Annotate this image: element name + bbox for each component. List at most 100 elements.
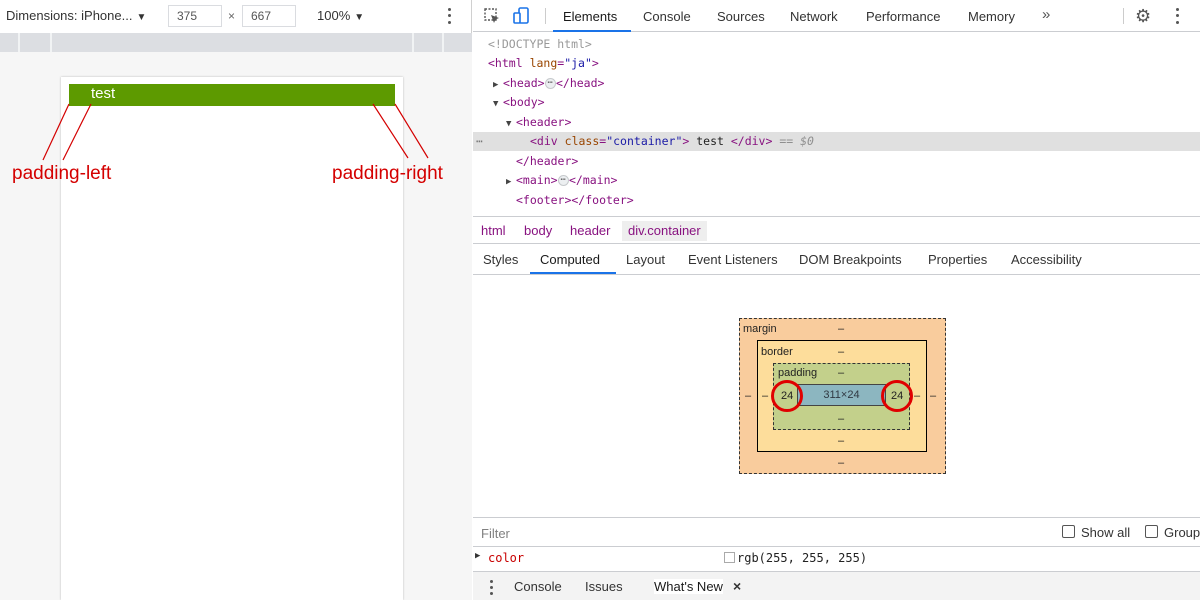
- main-tag-close: </main>: [568, 173, 618, 187]
- border-left-value[interactable]: –: [762, 390, 769, 402]
- drawer-tab-console[interactable]: Console: [514, 579, 562, 594]
- header-tag-open: <header>: [516, 115, 572, 129]
- padding-top-value[interactable]: –: [838, 367, 845, 379]
- node-actions-icon[interactable]: ⋯: [476, 134, 483, 148]
- zoom-dropdown[interactable]: 100%▼: [317, 8, 364, 23]
- html-attr-value: "ja": [564, 56, 592, 70]
- border-top-value[interactable]: –: [838, 346, 845, 358]
- breadcrumb-body[interactable]: body: [524, 223, 553, 238]
- div-tag-open: <div: [530, 134, 558, 148]
- tab-styles[interactable]: Styles: [483, 252, 519, 267]
- expand-triangle-icon[interactable]: ▶: [506, 177, 512, 187]
- breadcrumb-html[interactable]: html: [481, 223, 506, 238]
- dom-node-header-close[interactable]: </header>: [473, 152, 1200, 171]
- tab-properties[interactable]: Properties: [928, 252, 988, 267]
- dom-node-footer[interactable]: <footer></footer>: [473, 191, 1200, 210]
- emulated-phone-viewport: [61, 77, 403, 600]
- computed-property-row[interactable]: ▶ color rgb(255, 255, 255): [473, 547, 1200, 569]
- html-attr-name: lang: [529, 56, 558, 70]
- device-dimensions-dropdown[interactable]: Dimensions: iPhone...▼: [6, 8, 146, 23]
- tab-network[interactable]: Network: [790, 9, 838, 24]
- toolbar-divider-right: [1123, 8, 1124, 24]
- group-label: Group: [1164, 525, 1200, 540]
- device-height-input[interactable]: 667: [242, 5, 296, 27]
- bottom-drawer-tabbar: Console Issues What's New ×: [473, 571, 1200, 600]
- active-subtab-indicator: [530, 272, 616, 274]
- color-swatch-icon[interactable]: [724, 552, 735, 563]
- dom-node-head[interactable]: ▶<head>⋯</head>: [473, 74, 1200, 93]
- close-icon[interactable]: ×: [733, 578, 742, 594]
- annotation-circle-padding-left: [771, 380, 803, 412]
- drawer-tab-whats-new[interactable]: What's New: [654, 579, 723, 594]
- inspect-element-icon[interactable]: [483, 7, 501, 25]
- device-toolbar-toggle-icon[interactable]: [513, 7, 531, 25]
- tab-accessibility[interactable]: Accessibility: [1011, 252, 1082, 267]
- devtools-more-options-icon[interactable]: [1170, 6, 1184, 26]
- margin-top-value[interactable]: –: [838, 323, 845, 335]
- dom-node-doctype[interactable]: <!DOCTYPE html>: [473, 35, 1200, 54]
- tab-memory[interactable]: Memory: [968, 9, 1015, 24]
- property-value: rgb(255, 255, 255): [737, 551, 868, 565]
- div-attr-name: class: [564, 134, 600, 148]
- dom-node-div-container-selected[interactable]: ⋯ <div class="container"> test </div> ==…: [473, 132, 1200, 151]
- dom-node-header[interactable]: ▼ <header>: [473, 113, 1200, 132]
- collapse-triangle-icon[interactable]: ▼: [506, 119, 512, 129]
- margin-label: margin: [743, 323, 777, 335]
- dom-node-main[interactable]: ▶<main>⋯</main>: [473, 171, 1200, 190]
- header-container-bar: test: [69, 84, 395, 106]
- tab-computed[interactable]: Computed: [540, 252, 600, 267]
- breadcrumb-header[interactable]: header: [570, 223, 611, 238]
- expand-triangle-icon[interactable]: ▶: [493, 80, 499, 90]
- border-bottom-value[interactable]: –: [838, 435, 845, 447]
- dom-node-body[interactable]: ▼<body>: [473, 93, 1200, 112]
- devtools-tabbar: Elements Console Sources Network Perform…: [473, 0, 1200, 32]
- device-toolbar-more-icon[interactable]: [442, 6, 456, 26]
- annotation-padding-right: padding-right: [332, 163, 443, 184]
- tab-layout[interactable]: Layout: [626, 252, 666, 267]
- tab-sources[interactable]: Sources: [717, 9, 765, 24]
- group-checkbox[interactable]: [1145, 525, 1158, 538]
- tab-event-listeners[interactable]: Event Listeners: [688, 252, 778, 267]
- header-tag-close: </header>: [516, 154, 579, 168]
- box-model-pane: 311×24 margin – – – – border – – – – pad…: [473, 276, 1200, 517]
- margin-left-value[interactable]: –: [745, 390, 752, 402]
- show-all-label: Show all: [1081, 525, 1131, 540]
- div-attr-value: "container": [606, 134, 683, 148]
- tab-dom-breakpoints[interactable]: DOM Breakpoints: [799, 252, 902, 267]
- head-tag-open: <head>: [503, 76, 545, 90]
- margin-right-value[interactable]: –: [930, 390, 937, 402]
- breadcrumb: html body header div.container: [473, 216, 1200, 244]
- margin-bottom-value[interactable]: –: [838, 457, 845, 469]
- dom-node-html[interactable]: <html lang="ja">: [488, 56, 599, 70]
- filter-input[interactable]: Filter: [481, 526, 510, 541]
- annotation-circle-padding-right: [881, 380, 913, 412]
- drawer-more-icon[interactable]: [488, 578, 494, 596]
- expand-triangle-icon[interactable]: ▶: [475, 551, 481, 561]
- device-width-input[interactable]: 375: [168, 5, 222, 27]
- border-right-value[interactable]: –: [914, 390, 921, 402]
- collapsed-children-icon[interactable]: ⋯: [557, 175, 569, 186]
- more-tabs-icon[interactable]: »: [1042, 6, 1051, 23]
- zoom-label: 100%: [317, 8, 351, 23]
- border-label: border: [761, 346, 793, 358]
- tab-console[interactable]: Console: [643, 9, 691, 24]
- elements-dom-tree: <!DOCTYPE html> <html lang="ja"> ▶ <head>…: [473, 33, 1200, 216]
- footer-tag: <footer></footer>: [516, 193, 634, 207]
- show-all-checkbox[interactable]: [1062, 525, 1075, 538]
- box-model-content[interactable]: 311×24: [797, 384, 886, 406]
- collapse-triangle-icon[interactable]: ▼: [493, 99, 499, 109]
- settings-gear-icon[interactable]: ⚙: [1135, 6, 1152, 26]
- zoom-dropdown-arrow-icon: ▼: [354, 12, 365, 23]
- times-icon: ×: [228, 9, 236, 23]
- drawer-tab-issues[interactable]: Issues: [585, 579, 623, 594]
- div-text-content: test: [689, 134, 731, 148]
- sidebar-pane-tabs: Styles Computed Layout Event Listeners D…: [473, 245, 1200, 275]
- doctype-text: <!DOCTYPE html>: [488, 37, 592, 51]
- padding-bottom-value[interactable]: –: [838, 413, 845, 425]
- media-query-ruler[interactable]: [0, 33, 472, 52]
- collapsed-children-icon[interactable]: ⋯: [544, 78, 556, 89]
- active-tab-indicator: [553, 30, 631, 32]
- breadcrumb-div-container[interactable]: div.container: [622, 221, 707, 241]
- tab-performance[interactable]: Performance: [866, 9, 941, 24]
- tab-elements[interactable]: Elements: [563, 9, 618, 24]
